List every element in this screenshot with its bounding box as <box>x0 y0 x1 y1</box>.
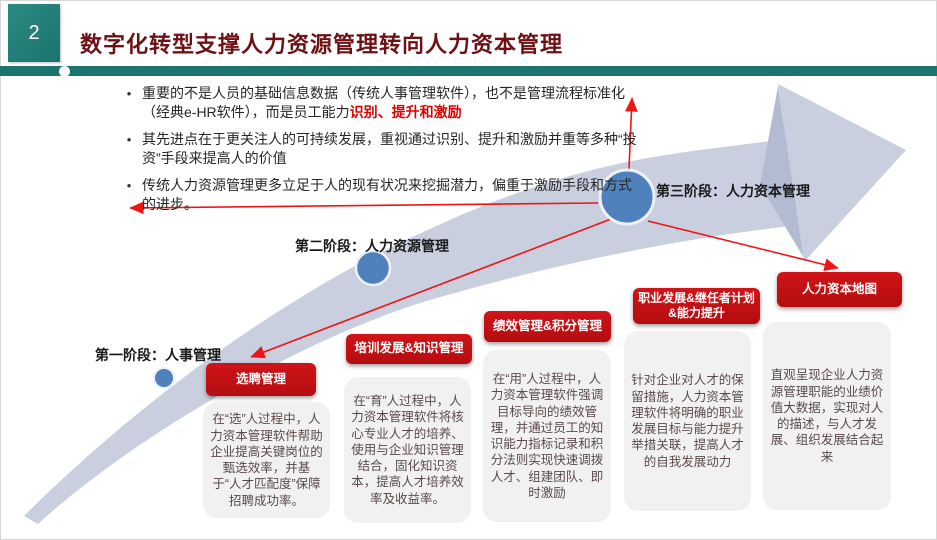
bullet-text-highlight: 识别、提升和激励 <box>349 104 462 120</box>
bullet-text-main: 重要的不是人员的基础信息数据（传统人事管理软件），也不是管理流程标准化（经典e-… <box>142 85 625 120</box>
red-arrow-up <box>625 97 638 170</box>
slide-number: 2 <box>28 21 40 44</box>
red-arrow-left <box>129 201 599 215</box>
module-body-career: 针对企业对人才的保留措施，人力资本管理软件将明确的职业发展目标与能力提升举措关联… <box>624 331 751 511</box>
red-arrow-to-capital-map <box>647 220 839 271</box>
bullet-text: 重要的不是人员的基础信息数据（传统人事管理软件），也不是管理流程标准化（经典e-… <box>142 84 638 122</box>
stage3-circle <box>598 168 656 226</box>
bullet-item: • 其先进点在于更关注人的可持续发展，重视通过识别、提升和激励并重等多种“投资”… <box>116 130 638 168</box>
bullet-text: 其先进点在于更关注人的可持续发展，重视通过识别、提升和激励并重等多种“投资”手段… <box>142 130 638 168</box>
module-body-recruiting: 在“选”人过程中，人力资本管理软件帮助企业提高关键岗位的甄选效率，并基于“人才匹… <box>203 402 330 518</box>
divider-dot-icon <box>59 66 70 77</box>
header-divider <box>0 66 937 76</box>
page-title: 数字化转型支撑人力资源管理转向人力资本管理 <box>80 32 564 57</box>
red-arrow-to-recruiting <box>250 218 612 359</box>
bullet-item: • 传统人力资源管理更多立足于人的现有状况来挖掘潜力，偏重于激励手段和方式的进步… <box>116 176 638 214</box>
bullet-text-main: 传统人力资源管理更多立足于人的现有状况来挖掘潜力，偏重于激励手段和方式的进步。 <box>142 177 632 212</box>
stage3-label: 第三阶段：人力资本管理 <box>656 183 810 199</box>
swoosh-arrow-fold <box>760 86 804 258</box>
stage1-label: 第一阶段：人事管理 <box>95 347 221 363</box>
module-header-recruiting: 选聘管理 <box>206 363 316 396</box>
stage2-circle <box>354 249 392 287</box>
bullet-text: 传统人力资源管理更多立足于人的现有状况来挖掘潜力，偏重于激励手段和方式的进步。 <box>142 176 638 214</box>
bullet-item: • 重要的不是人员的基础信息数据（传统人事管理软件），也不是管理流程标准化（经典… <box>116 84 638 122</box>
module-body-performance: 在“用”人过程中，人力资本管理软件强调目标导向的绩效管理，并通过员工的知识能力指… <box>483 350 611 522</box>
module-header-training: 培训发展&知识管理 <box>346 334 472 364</box>
swoosh-arrow-shaft <box>24 138 800 524</box>
bullet-marker-icon: • <box>126 132 132 147</box>
stage1-circle <box>153 367 175 389</box>
bullet-marker-icon: • <box>126 86 132 101</box>
module-body-capital-map: 直观呈现企业人力资源管理职能的业绩价值大数据，实现对人的描述，与人才发展、组织发… <box>763 322 891 510</box>
bullet-marker-icon: • <box>126 178 132 193</box>
bullet-list: • 重要的不是人员的基础信息数据（传统人事管理软件），也不是管理流程标准化（经典… <box>116 84 638 222</box>
stage2-label: 第二阶段：人力资源管理 <box>295 238 449 254</box>
module-body-training: 在“育”人过程中，人力资本管理软件将核心专业人才的培养、使用与企业知识管理结合，… <box>344 377 471 523</box>
module-header-career: 职业发展&继任者计划&能力提升 <box>633 288 760 324</box>
module-header-capital-map: 人力资本地图 <box>777 272 902 307</box>
module-header-performance: 绩效管理&积分管理 <box>484 311 611 342</box>
slide-number-badge: 2 <box>8 4 60 62</box>
bullet-text-main: 其先进点在于更关注人的可持续发展，重视通过识别、提升和激励并重等多种“投资”手段… <box>142 131 637 166</box>
swoosh-arrowhead <box>778 84 906 262</box>
